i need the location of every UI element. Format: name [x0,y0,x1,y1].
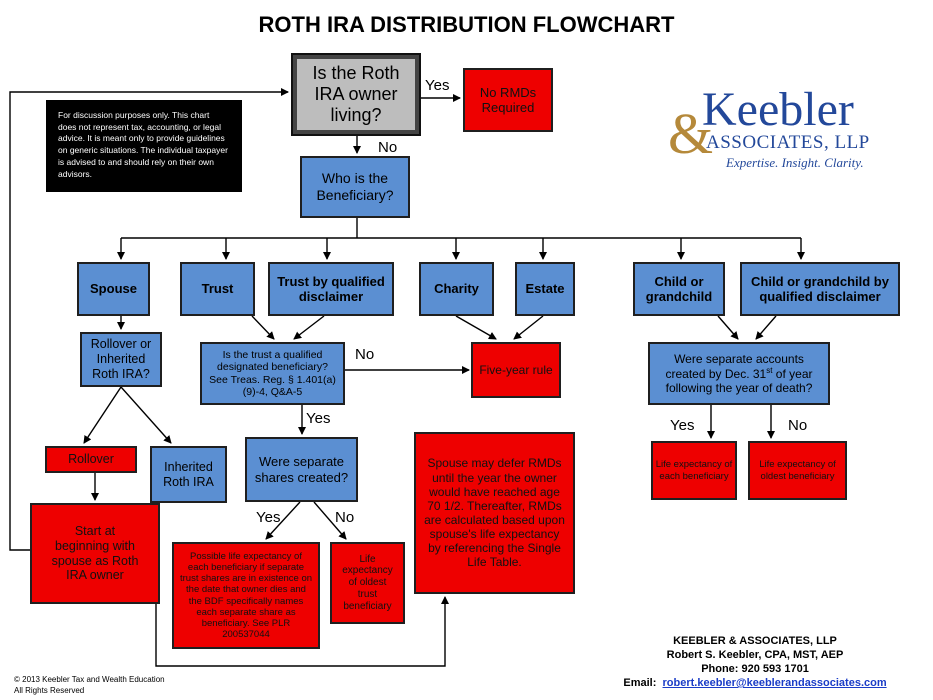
node-possible-life-expectancy[interactable]: Possible life expectancy of each benefic… [172,542,320,649]
node-rollover-or-inherited[interactable]: Rollover or Inherited Roth IRA? [80,332,162,387]
logo-ampersand: & [668,101,714,166]
node-spouse-defer[interactable]: Spouse may defer RMDs until the year the… [414,432,575,594]
company-logo: & Keebler ASSOCIATES, LLP Expertise. Ins… [668,82,878,177]
node-charity[interactable]: Charity [419,262,494,316]
label-yes-shares: Yes [256,509,281,526]
contact-block: KEEBLER & ASSOCIATES, LLP Robert S. Keeb… [610,634,900,690]
logo-tagline: Expertise. Insight. Clarity. [726,155,864,170]
contact-email-link[interactable]: robert.keebler@keeblerandassociates.com [662,677,887,690]
node-trust[interactable]: Trust [180,262,255,316]
node-child[interactable]: Child or grandchild [633,262,725,316]
copyright-notice: © 2013 Keebler Tax and Wealth Education … [14,674,165,696]
label-no-accounts: No [788,417,808,434]
contact-email-label: Email: [623,677,657,690]
node-five-year-rule[interactable]: Five-year rule [471,342,561,398]
label-yes-owner: Yes [425,77,450,94]
label-no-owner: No [378,139,398,156]
node-le-oldest-beneficiary[interactable]: Life expectancy of oldest beneficiary [748,441,847,500]
node-who-beneficiary[interactable]: Who is the Beneficiary? [300,156,410,218]
copyright-line: © 2013 Keebler Tax and Wealth Education [14,675,165,684]
node-le-each-beneficiary[interactable]: Life expectancy of each beneficiary [651,441,737,500]
contact-person: Robert S. Keebler, CPA, MST, AEP [666,649,844,662]
node-owner-living[interactable]: Is the Roth IRA owner living? [291,53,421,136]
page-title: ROTH IRA DISTRIBUTION FLOWCHART [258,12,675,37]
node-spouse[interactable]: Spouse [77,262,150,316]
label-no-trust: No [355,346,375,363]
node-inherited-roth[interactable]: Inherited Roth IRA [150,446,227,503]
label-yes-accounts: Yes [670,417,695,434]
node-child-disclaimer[interactable]: Child or grandchild by qualified disclai… [740,262,900,316]
contact-firm: KEEBLER & ASSOCIATES, LLP [673,635,837,647]
node-estate[interactable]: Estate [515,262,575,316]
node-no-rmds[interactable]: No RMDs Required [463,68,553,132]
node-trust-disclaimer[interactable]: Trust by qualified disclaimer [268,262,394,316]
logo-name: Keebler [702,83,854,136]
separate-accounts-text: Were separate accounts created by Dec. 3… [665,351,813,396]
node-le-oldest-trust[interactable]: Life expectancy of oldest trust benefici… [330,542,405,624]
disclaimer-note: For discussion purposes only. This chart… [46,100,242,192]
logo-subtitle: ASSOCIATES, LLP [706,132,870,153]
label-yes-trust: Yes [306,410,331,427]
contact-phone: Phone: 920 593 1701 [701,663,809,676]
node-rollover[interactable]: Rollover [45,446,137,473]
rights-line: All Rights Reserved [14,686,85,696]
node-separate-accounts[interactable]: Were separate accounts created by Dec. 3… [648,342,830,405]
node-start-at-beginning[interactable]: Start at beginning with spouse as Roth I… [30,503,160,604]
label-no-shares: No [335,509,355,526]
node-qualified-trust[interactable]: Is the trust a qualified designated bene… [200,342,345,405]
node-separate-shares[interactable]: Were separate shares created? [245,437,358,502]
